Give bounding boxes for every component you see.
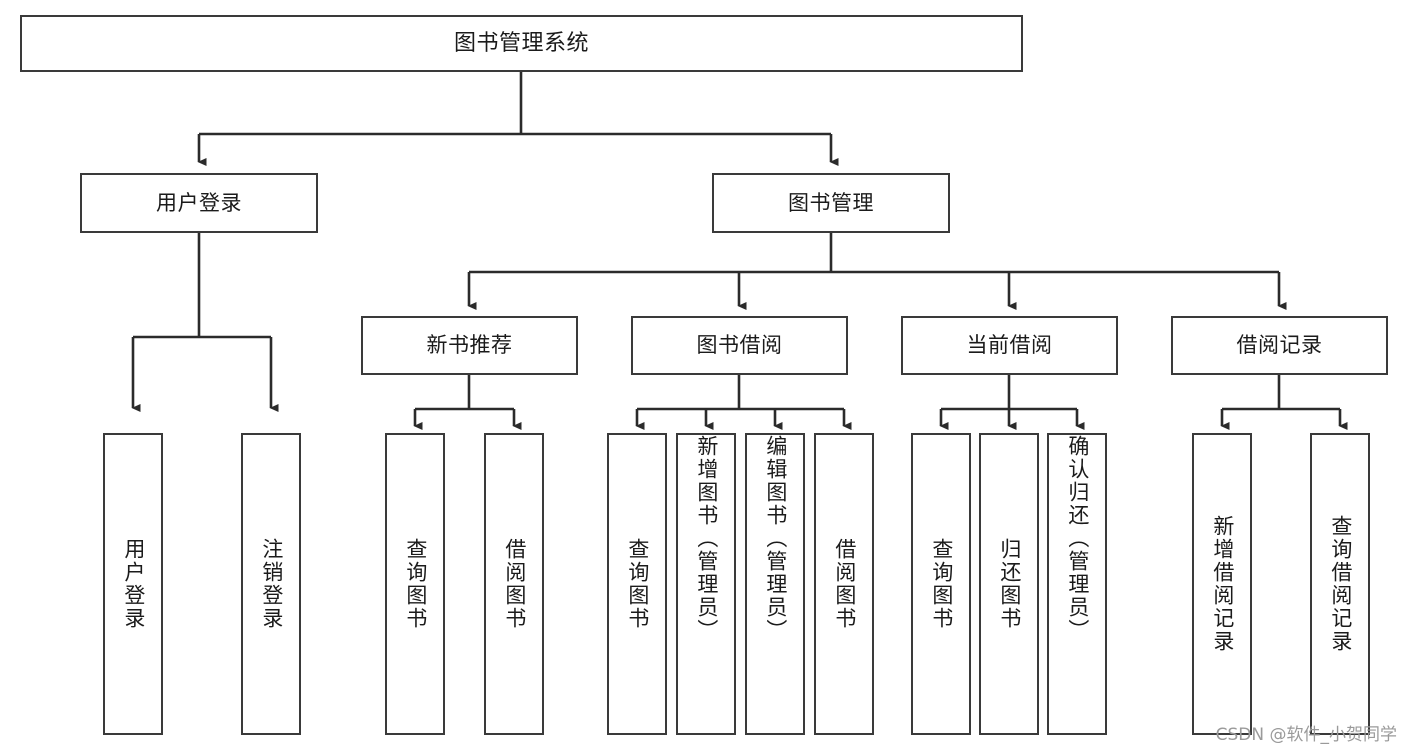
node-leaf-borrow-book-1[interactable]: 借阅图书 [484,433,544,735]
node-leaf-logout[interactable]: 注销登录 [241,433,301,735]
node-book-manage-label: 图书管理 [788,190,874,215]
node-borrow-record-label: 借阅记录 [1236,333,1323,358]
node-borrow-record[interactable]: 借阅记录 [1171,316,1388,375]
node-new-book-rec[interactable]: 新书推荐 [361,316,578,375]
node-leaf-borrow-book-2[interactable]: 借阅图书 [814,433,874,735]
node-leaf-confirm-return[interactable]: 确认归还（管理员） [1047,433,1107,735]
node-current-borrow[interactable]: 当前借阅 [901,316,1118,375]
node-leaf-logout-label: 注销登录 [259,538,284,630]
node-leaf-edit-book[interactable]: 编辑图书（管理员） [745,433,805,735]
node-user-login[interactable]: 用户登录 [80,173,318,233]
node-leaf-query-book-1[interactable]: 查询图书 [385,433,445,735]
node-leaf-add-book-label: 新增图书（管理员） [694,435,719,642]
node-book-borrow-label: 图书借阅 [696,333,783,358]
node-new-book-rec-label: 新书推荐 [426,333,513,358]
node-leaf-user-login-label: 用户登录 [121,538,146,630]
node-leaf-query-book-3-label: 查询图书 [929,538,954,630]
node-leaf-return-book[interactable]: 归还图书 [979,433,1039,735]
node-root[interactable]: 图书管理系统 [20,15,1023,72]
node-root-label: 图书管理系统 [453,30,589,56]
node-leaf-query-book-2-label: 查询图书 [625,538,650,630]
node-leaf-add-record[interactable]: 新增借阅记录 [1192,433,1252,735]
node-book-borrow[interactable]: 图书借阅 [631,316,848,375]
node-leaf-query-record-label: 查询借阅记录 [1328,515,1353,653]
node-leaf-add-record-label: 新增借阅记录 [1210,515,1235,653]
node-leaf-confirm-return-label: 确认归还（管理员） [1065,435,1090,642]
node-leaf-borrow-book-2-label: 借阅图书 [832,538,857,630]
node-user-login-label: 用户登录 [156,190,242,215]
node-leaf-return-book-label: 归还图书 [997,538,1022,630]
node-leaf-query-book-2[interactable]: 查询图书 [607,433,667,735]
node-current-borrow-label: 当前借阅 [966,333,1053,358]
node-leaf-borrow-book-1-label: 借阅图书 [502,538,527,630]
node-leaf-query-book-1-label: 查询图书 [403,538,428,630]
node-leaf-query-book-3[interactable]: 查询图书 [911,433,971,735]
node-leaf-user-login[interactable]: 用户登录 [103,433,163,735]
node-book-manage[interactable]: 图书管理 [712,173,950,233]
node-leaf-add-book[interactable]: 新增图书（管理员） [676,433,736,735]
node-leaf-edit-book-label: 编辑图书（管理员） [763,435,788,642]
node-leaf-query-record[interactable]: 查询借阅记录 [1310,433,1370,735]
